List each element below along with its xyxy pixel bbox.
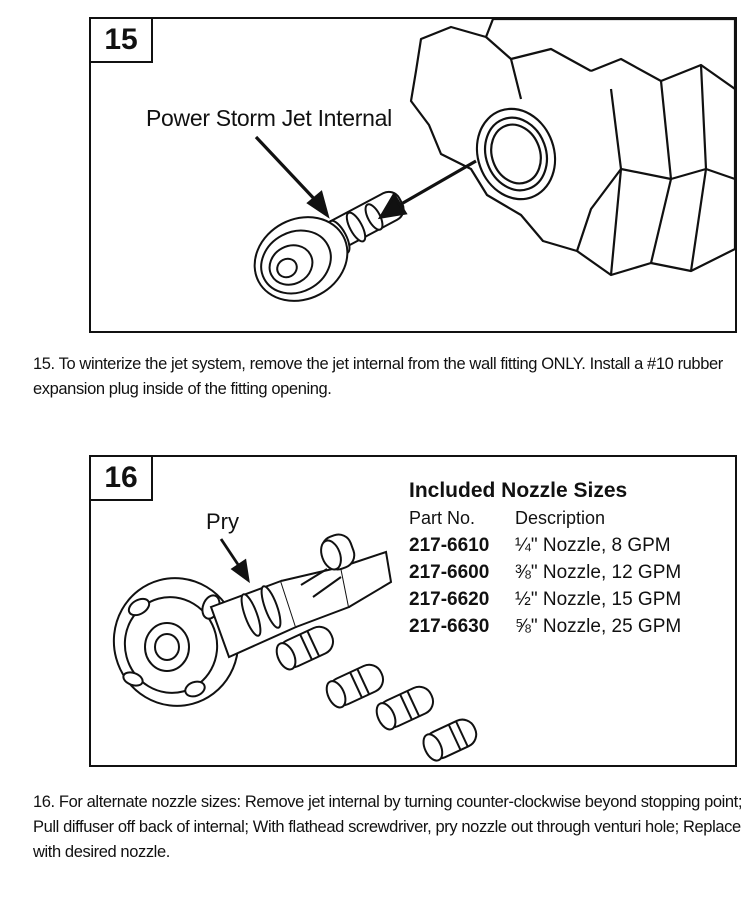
- part-number: 217-6620: [409, 589, 490, 610]
- jet-internal-part: [253, 190, 405, 302]
- nozzle-replacement-illustration: [112, 533, 478, 762]
- nozzle: [325, 663, 385, 709]
- step-number: 15: [89, 17, 153, 63]
- nozzle: [422, 718, 478, 762]
- jet-internal-diffuser: [112, 533, 393, 707]
- nozzle-set: [275, 625, 478, 762]
- table-row: 217-6630 ⅝" Nozzle, 25 GPM: [409, 613, 681, 640]
- step-16-panel: 16 Pry: [89, 455, 737, 767]
- callout-label: Power Storm Jet Internal: [146, 105, 392, 131]
- header-part-no: Part No.: [409, 508, 476, 528]
- table-title: Included Nozzle Sizes: [409, 479, 628, 502]
- callout-label: Pry: [206, 509, 239, 534]
- step-16-caption: 16. For alternate nozzle sizes: Remove j…: [33, 793, 743, 861]
- table-header-row: Part No. Description: [409, 505, 681, 532]
- part-number: 217-6610: [409, 535, 490, 556]
- part-number: 217-6630: [409, 616, 490, 637]
- direction-arrows: [254, 135, 477, 220]
- nozzle-description: ⅝" Nozzle, 25 GPM: [515, 616, 682, 637]
- table-row: 217-6620 ½" Nozzle, 15 GPM: [409, 586, 681, 613]
- table-row: 217-6610 ¼" Nozzle, 8 GPM: [409, 532, 681, 559]
- step-number: 16: [89, 455, 153, 501]
- table-row: 217-6600 ⅜" Nozzle, 12 GPM: [409, 559, 681, 586]
- jet-removal-illustration: [253, 19, 735, 302]
- step-15-panel: 15 Power Storm Jet Internal: [89, 17, 737, 333]
- header-description: Description: [515, 508, 606, 528]
- nozzle-description: ⅜" Nozzle, 12 GPM: [515, 562, 682, 583]
- nozzle-size-table: Included Nozzle Sizes Part No. Descripti…: [409, 479, 681, 640]
- nozzle: [375, 685, 435, 731]
- nozzle: [275, 625, 335, 671]
- wall-fitting-housing: [409, 19, 735, 277]
- part-number: 217-6600: [409, 562, 490, 583]
- nozzle-description: ¼" Nozzle, 8 GPM: [515, 535, 671, 556]
- nozzle-description: ½" Nozzle, 15 GPM: [515, 589, 682, 610]
- pry-arrow: [219, 538, 250, 584]
- step-15-caption: 15. To winterize the jet system, remove …: [33, 355, 723, 398]
